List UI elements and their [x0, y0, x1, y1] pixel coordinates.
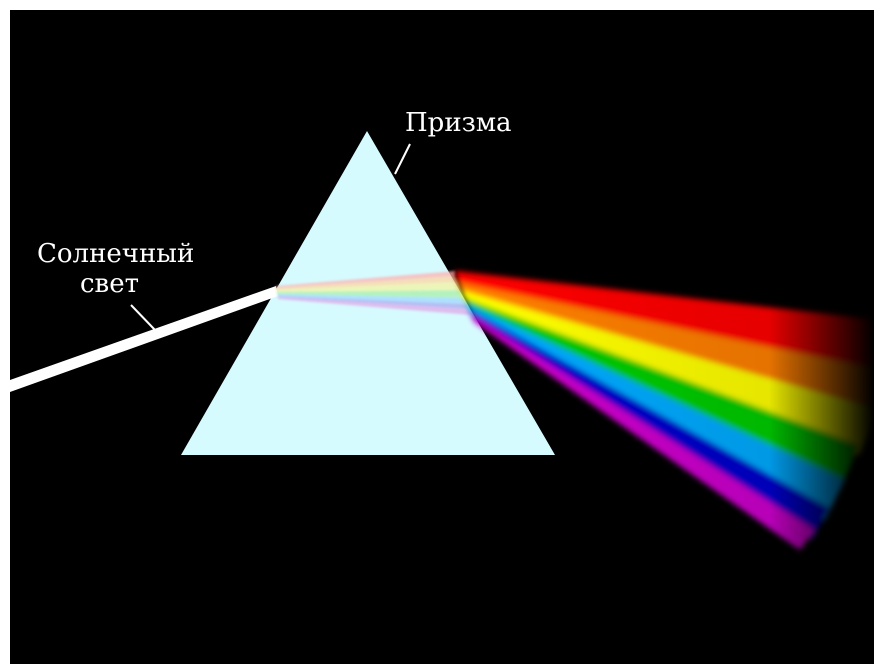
sunlight-leader-line: [131, 305, 155, 330]
prism-leader-line: [395, 144, 410, 174]
sunlight-label-line1: Солнечный: [37, 239, 194, 269]
sunlight-label-line2: свет: [80, 269, 139, 299]
diagram-canvas: Призма Солнечный свет: [10, 10, 874, 664]
prism-label: Призма: [405, 108, 512, 138]
prism-diagram: Призма Солнечный свет: [10, 10, 874, 664]
